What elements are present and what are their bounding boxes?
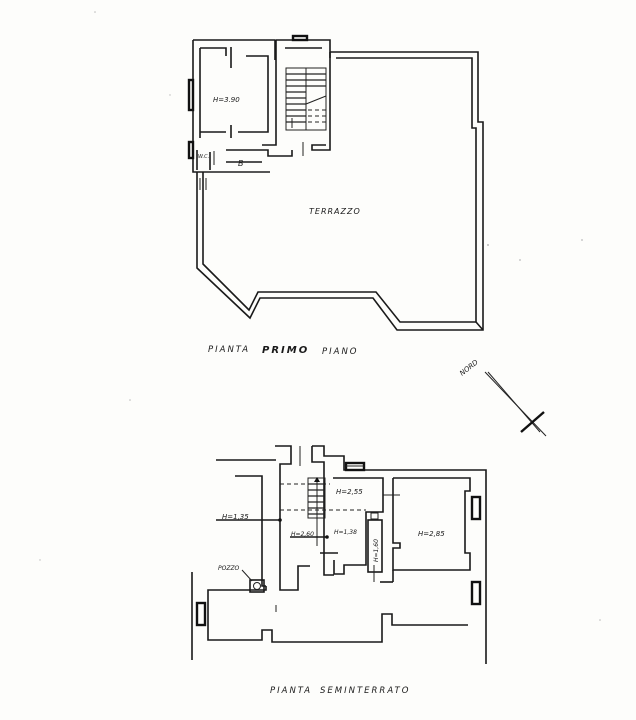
basement-title: PIANTA SEMINTERRATO xyxy=(270,686,410,696)
wc-label: W.C. xyxy=(198,154,209,160)
terrace-label: TERRAZZO xyxy=(309,207,361,216)
basement-plan: H=1,35 H=2,60 H=1,38 H=2,55 H=1,60 H=2,8… xyxy=(191,445,487,696)
first-floor-title: PIANTA PRIMO PIANO xyxy=(208,345,359,357)
scan-noise xyxy=(39,11,601,621)
first-floor-plan: H=3.90 B W.C. TERRAZZO PIANTA PRIMO PIAN… xyxy=(187,34,484,357)
basement-height-center: H=1,38 xyxy=(334,529,357,536)
first-floor-title-prefix: PIANTA xyxy=(208,345,250,355)
first-floor-stair-block xyxy=(262,34,331,156)
stair-treads-icon xyxy=(286,73,327,123)
basement-walls xyxy=(191,445,487,664)
first-floor-title-main: PRIMO xyxy=(262,345,309,356)
basement-height-landing: H=2,60 xyxy=(291,531,314,538)
bathroom-label: B xyxy=(238,159,245,168)
terrace-outline xyxy=(196,51,484,331)
first-floor-title-suffix: PIANO xyxy=(322,347,359,357)
basement-height-left: H=1,35 xyxy=(222,513,249,521)
basement-stair-treads-icon xyxy=(308,477,325,546)
room-height-label: H=3.90 xyxy=(213,96,240,104)
basement-title-main: SEMINTERRATO xyxy=(320,686,410,696)
basement-height-narrow-room: H=1,60 xyxy=(373,539,380,562)
north-arrow-icon: NORD xyxy=(458,358,547,437)
basement-height-large-room: H=2,85 xyxy=(418,530,445,538)
basement-height-upper-room: H=2,55 xyxy=(336,488,363,496)
north-label: NORD xyxy=(458,358,480,378)
basement-title-prefix: PIANTA xyxy=(270,686,312,696)
well-label: POZZO xyxy=(218,565,240,572)
first-floor-room-walls xyxy=(187,39,293,190)
